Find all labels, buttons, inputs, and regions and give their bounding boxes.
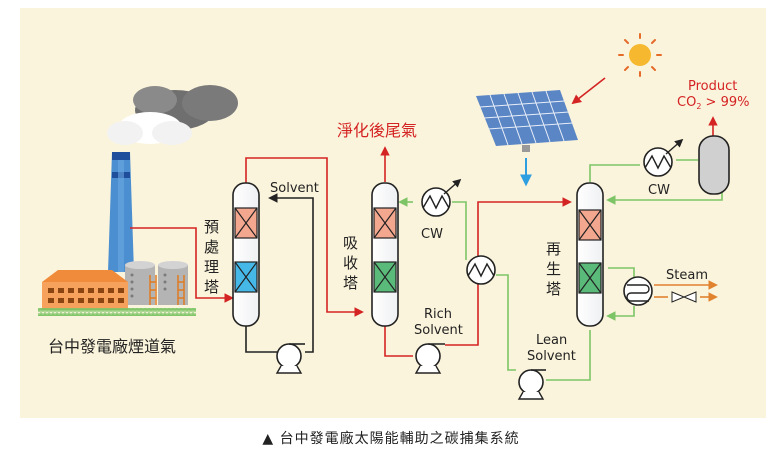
lean-solvent-lines bbox=[398, 159, 723, 381]
steam-label: Steam bbox=[666, 268, 708, 283]
product-label: Product bbox=[688, 79, 737, 94]
solar-panel-icon bbox=[476, 90, 578, 187]
svg-text:吸: 吸 bbox=[343, 234, 358, 252]
cw-condenser-label: CW bbox=[648, 183, 670, 198]
svg-text:塔: 塔 bbox=[204, 278, 219, 296]
svg-text:處: 處 bbox=[204, 238, 219, 256]
svg-text:預: 預 bbox=[204, 218, 219, 236]
regenerator-column bbox=[576, 182, 604, 327]
pretreat-recycle-line bbox=[245, 193, 314, 353]
pretreat-label: 預 處 理 塔 bbox=[204, 218, 219, 296]
absorber-column bbox=[371, 182, 399, 327]
svg-text:塔: 塔 bbox=[343, 274, 358, 292]
cw-cooler-absorber-icon bbox=[421, 178, 462, 217]
cw-condenser-icon bbox=[643, 138, 684, 177]
factory-building-icon bbox=[38, 270, 196, 316]
cross-heat-exchanger-icon bbox=[466, 255, 496, 285]
product-purity-label: CO2 > 99% bbox=[677, 95, 749, 111]
svg-text:收: 收 bbox=[343, 254, 358, 272]
storage-tank-icon bbox=[125, 261, 188, 305]
lean-solvent-label-1: Lean bbox=[536, 333, 567, 348]
rich-solvent-label-1: Rich bbox=[424, 307, 452, 322]
svg-text:再: 再 bbox=[546, 240, 561, 258]
steam-lines bbox=[654, 280, 718, 302]
regenerator-label: 再 生 塔 bbox=[546, 240, 561, 298]
tail-gas-label: 淨化後尾氣 bbox=[337, 121, 417, 140]
solvent-label: Solvent bbox=[270, 181, 319, 196]
flue-gas-label: 台中發電廠煙道氣 bbox=[48, 337, 176, 356]
smoke-cloud-icon bbox=[107, 85, 238, 145]
pretreat-column bbox=[232, 182, 260, 327]
svg-text:塔: 塔 bbox=[546, 280, 561, 298]
rich-pump-icon bbox=[414, 343, 445, 374]
svg-text:理: 理 bbox=[204, 258, 219, 276]
chimney-icon bbox=[108, 152, 134, 272]
absorber-label: 吸 收 塔 bbox=[343, 234, 358, 292]
cw-absorber-label: CW bbox=[421, 227, 443, 242]
rich-solvent-label-2: Solvent bbox=[414, 323, 463, 338]
reflux-drum bbox=[698, 135, 730, 195]
lean-solvent-label-2: Solvent bbox=[527, 349, 576, 364]
reboiler-icon bbox=[623, 276, 653, 306]
lean-pump-icon bbox=[517, 369, 546, 400]
figure-caption: ▲ 台中發電廠太陽能輔助之碳捕集系統 bbox=[262, 431, 520, 447]
svg-text:生: 生 bbox=[546, 260, 561, 278]
pump-icon bbox=[275, 343, 305, 374]
sun-icon bbox=[618, 33, 662, 77]
valve-icon bbox=[671, 291, 697, 303]
